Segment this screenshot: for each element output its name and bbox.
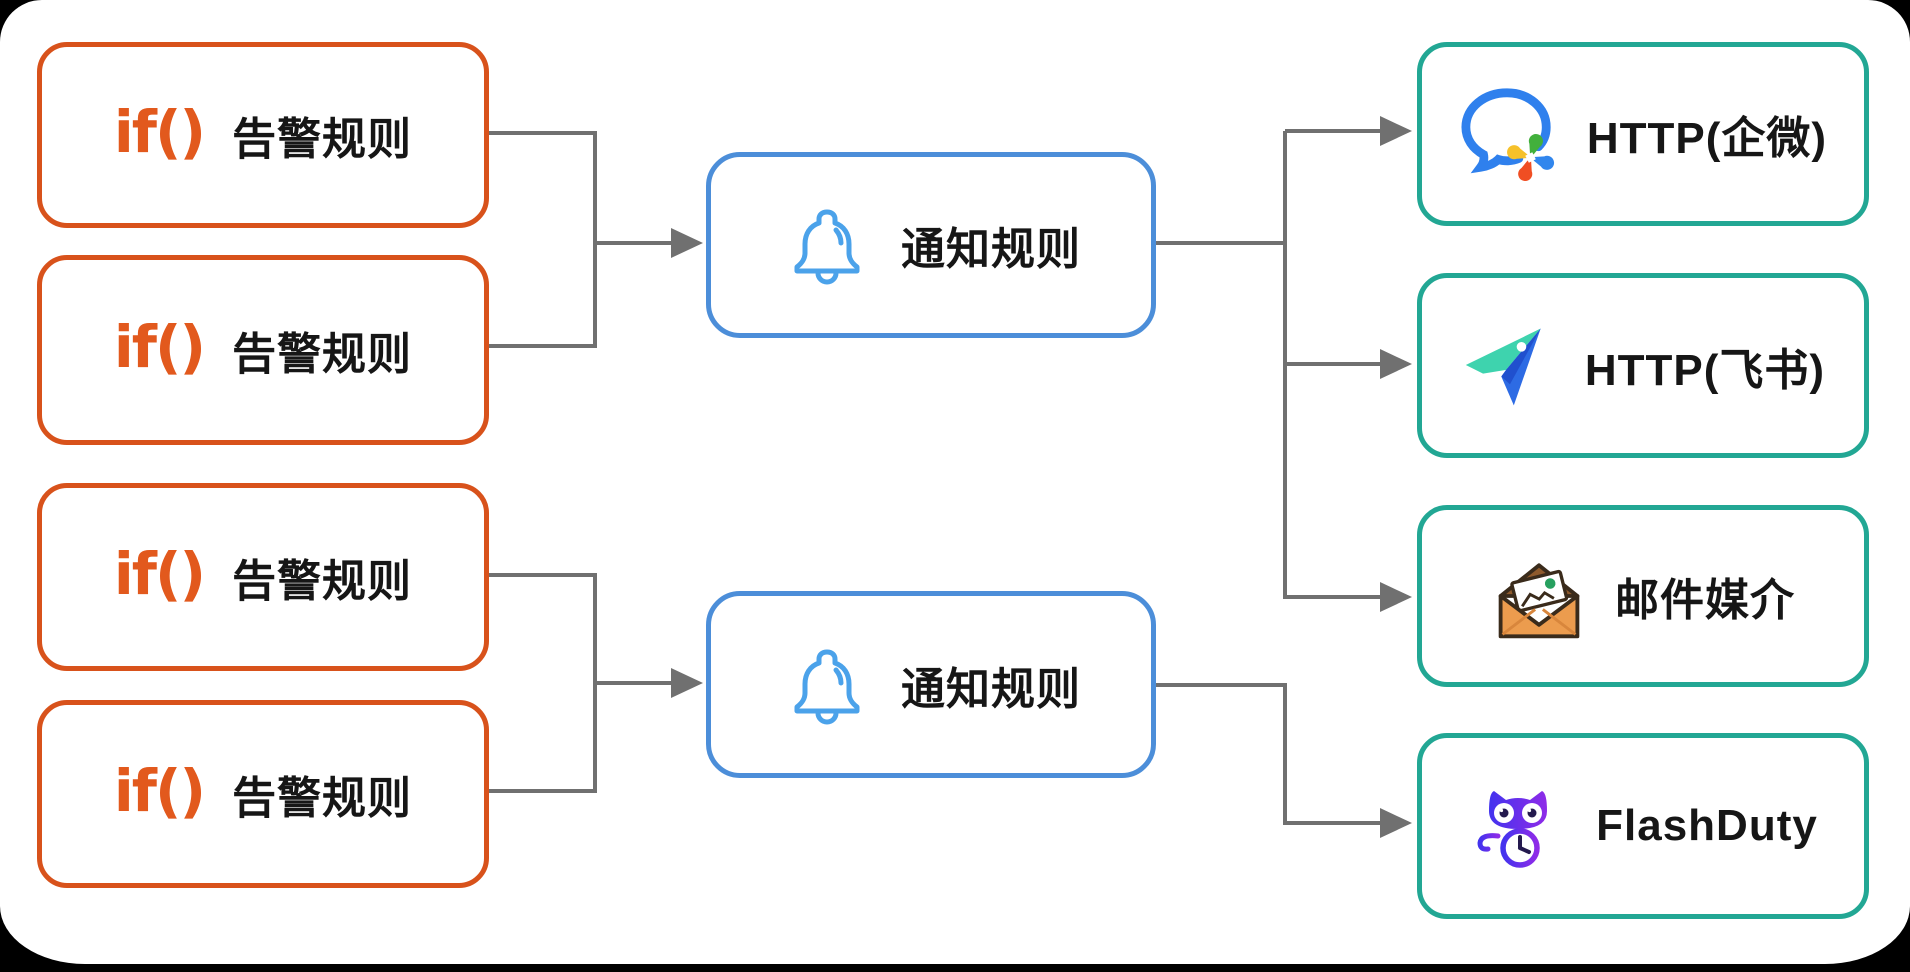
connector <box>1155 683 1287 687</box>
node-alert-rule-4: if() 告警规则 <box>37 700 489 888</box>
node-alert-rule-1: if() 告警规则 <box>37 42 489 228</box>
if-function-icon: if() <box>113 313 206 381</box>
alert-rule-label: 告警规则 <box>232 115 413 164</box>
feishu-icon <box>1461 318 1557 414</box>
node-channel-flashduty: FlashDuty <box>1417 733 1869 919</box>
bell-icon <box>781 639 873 731</box>
channel-label: HTTP(企微) <box>1586 114 1828 163</box>
connector <box>489 789 597 793</box>
node-channel-feishu: HTTP(飞书) <box>1417 273 1869 458</box>
arrowhead-icon <box>1380 808 1412 838</box>
node-channel-wecom: HTTP(企微) <box>1417 42 1869 226</box>
arrowhead-icon <box>1380 582 1412 612</box>
flashduty-icon <box>1468 776 1568 876</box>
bell-icon <box>781 199 873 291</box>
arrowhead-icon <box>1380 349 1412 379</box>
node-alert-rule-3: if() 告警规则 <box>37 483 489 671</box>
node-channel-email: 邮件媒介 <box>1417 505 1869 687</box>
connector <box>1283 683 1287 825</box>
email-icon <box>1491 550 1587 642</box>
channel-label: HTTP(飞书) <box>1584 345 1826 395</box>
arrowhead-icon <box>671 668 703 698</box>
connector <box>1285 821 1382 825</box>
wecom-icon <box>1459 85 1559 183</box>
arrowhead-icon <box>671 228 703 258</box>
alert-rule-label: 告警规则 <box>232 774 413 823</box>
connector <box>489 131 597 135</box>
connector <box>1155 241 1287 245</box>
channel-label: 邮件媒介 <box>1615 576 1795 625</box>
connector <box>593 131 597 348</box>
channel-label: FlashDuty <box>1596 801 1818 850</box>
connector <box>1285 362 1382 366</box>
connector <box>489 344 597 348</box>
if-function-icon: if() <box>113 98 206 166</box>
notify-rule-label: 通知规则 <box>901 225 1081 274</box>
connector <box>1285 129 1382 133</box>
arrowhead-icon <box>1380 116 1412 146</box>
if-function-icon: if() <box>113 757 206 825</box>
alert-rule-label: 告警规则 <box>232 557 413 606</box>
connector <box>595 241 672 245</box>
notify-rule-label: 通知规则 <box>901 664 1081 714</box>
node-notify-rule-1: 通知规则 <box>706 152 1156 338</box>
node-alert-rule-2: if() 告警规则 <box>37 255 489 445</box>
connector <box>1285 595 1382 599</box>
if-function-icon: if() <box>113 540 206 608</box>
connector <box>489 573 597 577</box>
alert-rule-label: 告警规则 <box>232 330 413 379</box>
node-notify-rule-2: 通知规则 <box>706 591 1156 778</box>
connector <box>595 681 672 685</box>
